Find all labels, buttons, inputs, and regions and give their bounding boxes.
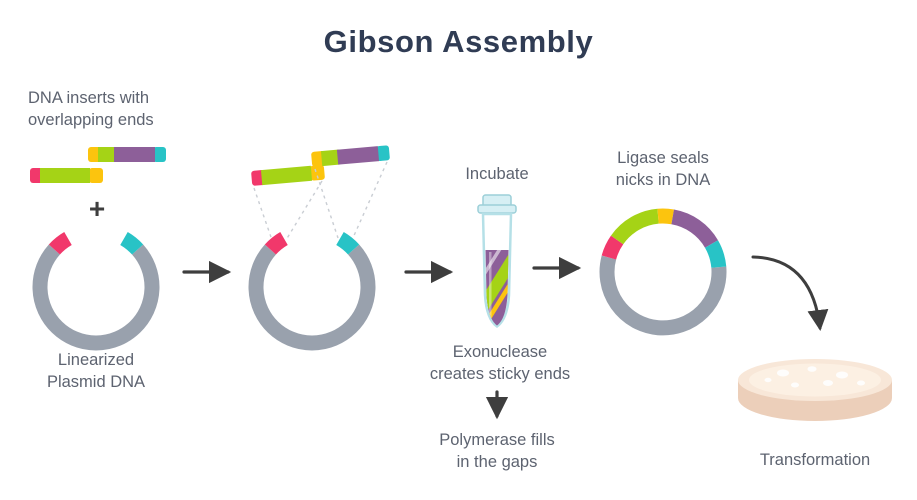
assembled-plasmid [599,208,727,336]
colonies [764,366,865,388]
polymerase-label: Polymerase fills in the gaps [439,431,555,471]
alignment-dashed-line [253,187,273,241]
assembled-backbone-arc [599,255,727,336]
aligning-insert-b [311,145,391,167]
colony [823,380,833,386]
colony [764,377,772,383]
aligning-insert-a [251,164,326,186]
assembled-pink-segment [601,235,624,260]
tube-stripe-yellow [485,255,509,326]
assembled-purple-segment [671,209,718,249]
tube-stripe-white [485,250,506,315]
colony [807,366,817,372]
colony [836,371,848,379]
assembled-yellow-segment [657,208,675,225]
dna-insert-a [30,168,103,183]
colony [791,382,799,388]
arrow-transformation [751,255,829,331]
alignment-dashed-line [285,180,323,241]
assembled-green-segment [610,208,660,245]
stage2-group [251,145,391,343]
transformation-label: Transformation [759,451,871,469]
tube-cap-lip [477,204,517,214]
plus-sign: + [88,193,106,224]
colony [857,380,865,386]
alignment-dashed-line [351,161,388,241]
colony [777,369,789,377]
petri-dish [738,359,892,421]
assembled-teal-segment [704,240,727,269]
ligase-label: Ligase seals nicks in DNA [615,149,711,189]
linearized-plasmid [40,239,152,343]
dna-insert-b [88,147,166,162]
stage1-group [30,147,166,343]
linearized-plasmid-label: Linearized Plasmid DNA [46,351,146,391]
tube-stripe-green [485,250,509,326]
diagram-title: Gibson Assembly [323,24,594,59]
alignment-guides [253,161,388,241]
dna-inserts-label: DNA inserts with overlapping ends [28,89,154,129]
incubate-label: Incubate [465,165,529,183]
tube-liquid-stripes [485,250,509,326]
tube-highlight [489,252,492,320]
alignment-dashed-line [314,168,339,239]
gapped-plasmid [256,239,368,343]
exonuclease-label: Exonuclease creates sticky ends [429,343,571,383]
reaction-tube [477,194,517,329]
